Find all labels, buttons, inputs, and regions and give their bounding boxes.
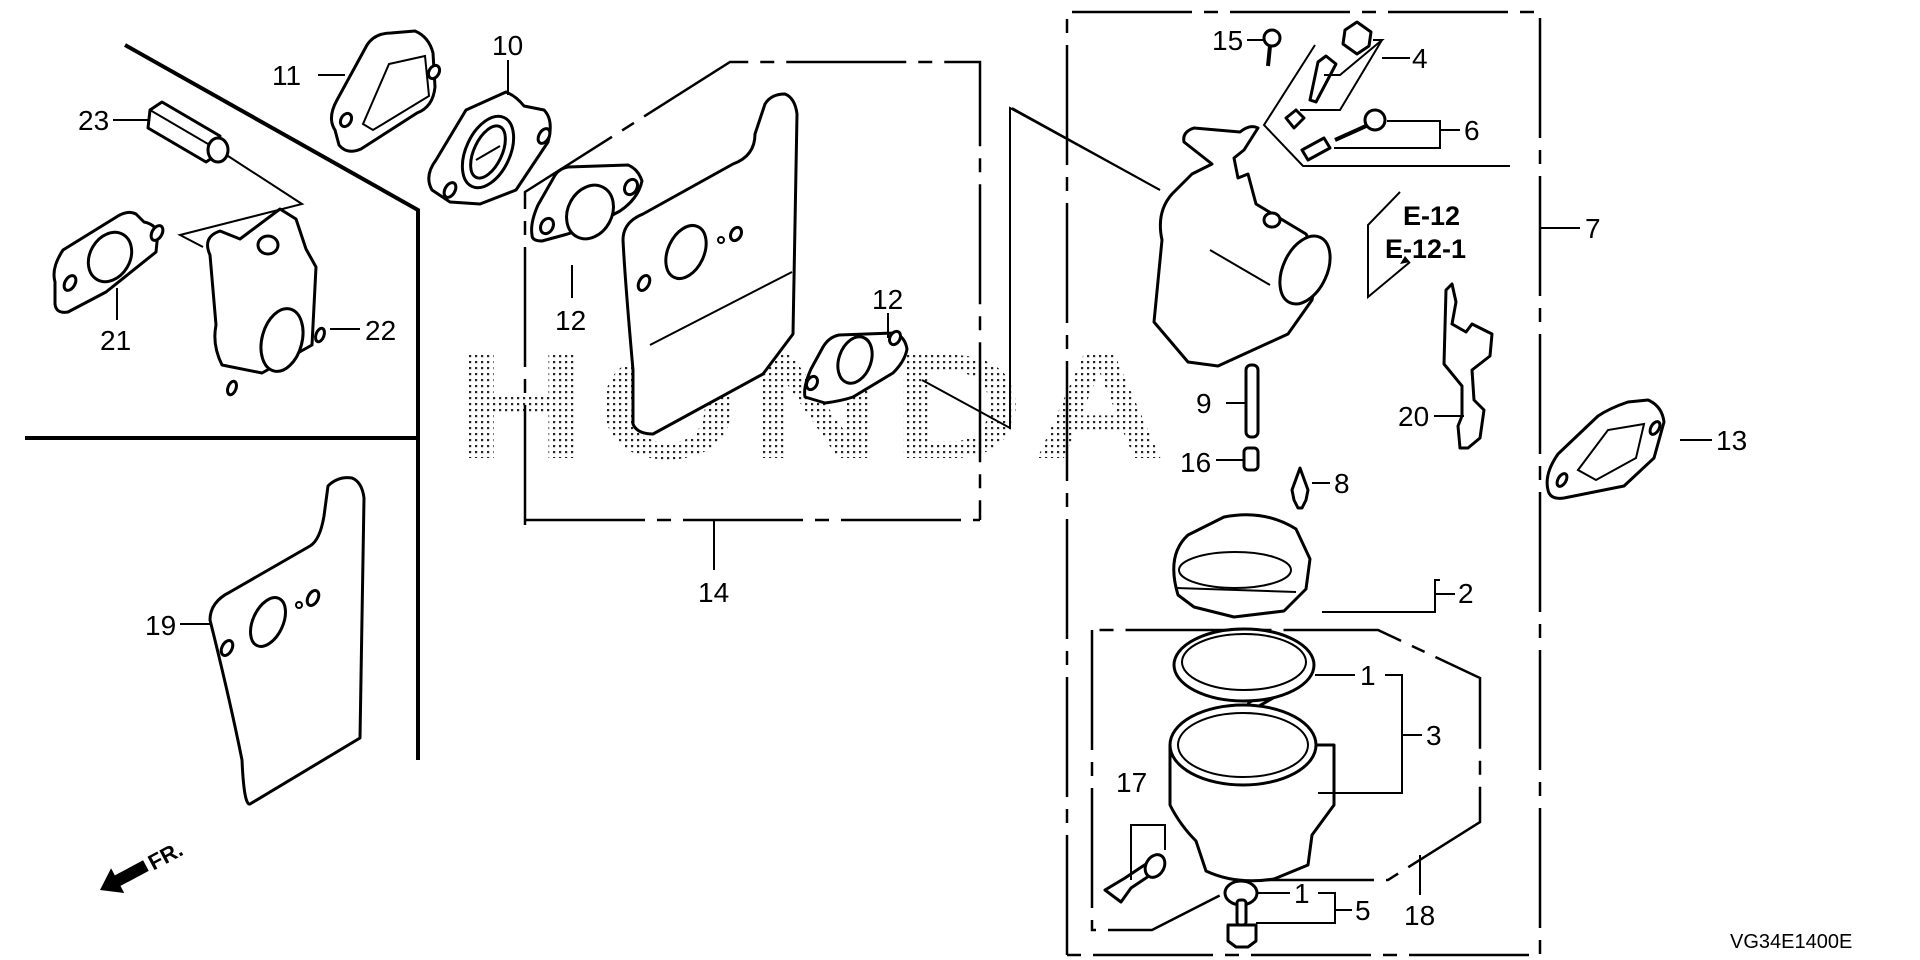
callout-20: 20 bbox=[1398, 401, 1429, 432]
callout-2: 2 bbox=[1458, 578, 1474, 609]
carburetor-assembly-frame bbox=[1065, 10, 1580, 957]
part-15-screw bbox=[1262, 28, 1282, 67]
callout-8: 8 bbox=[1334, 468, 1350, 499]
callout-9: 9 bbox=[1196, 388, 1212, 419]
kit-14-frame bbox=[523, 60, 982, 525]
front-direction-indicator: FR. bbox=[100, 836, 187, 893]
kit-18-frame bbox=[1090, 628, 1482, 932]
part-12-gasket-right bbox=[803, 106, 1161, 430]
callout-1-upper: 1 bbox=[1360, 660, 1376, 691]
callout-21: 21 bbox=[100, 325, 131, 356]
callout-15: 15 bbox=[1212, 25, 1243, 56]
part-16-main-jet bbox=[1242, 446, 1260, 472]
callout-14: 14 bbox=[698, 577, 729, 608]
callout-5: 5 bbox=[1355, 895, 1371, 926]
callout-13: 13 bbox=[1716, 425, 1747, 456]
callout-1-lower: 1 bbox=[1294, 878, 1310, 909]
callout-22: 22 bbox=[365, 315, 396, 346]
callout-12-left: 12 bbox=[555, 305, 586, 336]
front-arrow-icon bbox=[100, 860, 149, 893]
leader-lines bbox=[113, 39, 1712, 924]
part-7-carburetor-body bbox=[1011, 107, 1411, 368]
part-23-collar bbox=[146, 100, 305, 248]
callout-4: 4 bbox=[1412, 43, 1428, 74]
callout-17: 17 bbox=[1116, 767, 1147, 798]
part-10-insulator bbox=[427, 90, 552, 206]
cross-ref-e12-1[interactable]: E-12-1 bbox=[1385, 234, 1466, 264]
callout-16: 16 bbox=[1180, 447, 1211, 478]
part-9-nozzle bbox=[1244, 363, 1260, 439]
callout-11: 11 bbox=[272, 60, 301, 91]
part-5-drain-bolt bbox=[1223, 879, 1259, 949]
part-3-float-chamber bbox=[1168, 703, 1336, 883]
part-13-gasket bbox=[1545, 398, 1666, 500]
left-section-frame bbox=[25, 43, 420, 760]
figure-code: VG34E1400E bbox=[1730, 931, 1852, 953]
part-8-float-valve bbox=[1290, 466, 1310, 510]
part-6-pilot-screw bbox=[1300, 108, 1387, 162]
callout-18: 18 bbox=[1404, 900, 1435, 931]
callout-23: 23 bbox=[78, 105, 109, 136]
callout-19: 19 bbox=[145, 610, 176, 641]
part-17-bolt-washer bbox=[1103, 853, 1167, 904]
callout-labels: 23 11 10 21 22 12 12 14 19 15 4 6 7 9 16… bbox=[78, 25, 1747, 931]
callout-10: 10 bbox=[492, 30, 523, 61]
honda-watermark: HONDA bbox=[455, 322, 1175, 490]
part-11-gasket bbox=[330, 29, 442, 153]
part-4-screw-set bbox=[1284, 20, 1373, 130]
callout-7: 7 bbox=[1585, 213, 1601, 244]
part-20-part bbox=[1442, 282, 1494, 450]
part-1-o-ring bbox=[1172, 627, 1316, 703]
callout-3: 3 bbox=[1426, 720, 1442, 751]
cross-ref-e12[interactable]: E-12 bbox=[1403, 201, 1460, 231]
part-12-gasket-left bbox=[530, 163, 644, 243]
callout-12-right: 12 bbox=[872, 284, 903, 315]
part-19-plate bbox=[208, 476, 366, 806]
part-14-plate bbox=[621, 92, 799, 436]
part-21-gasket bbox=[52, 210, 165, 314]
part-22-insulator bbox=[206, 207, 326, 397]
front-label: FR. bbox=[144, 836, 187, 875]
callout-6: 6 bbox=[1464, 115, 1480, 146]
